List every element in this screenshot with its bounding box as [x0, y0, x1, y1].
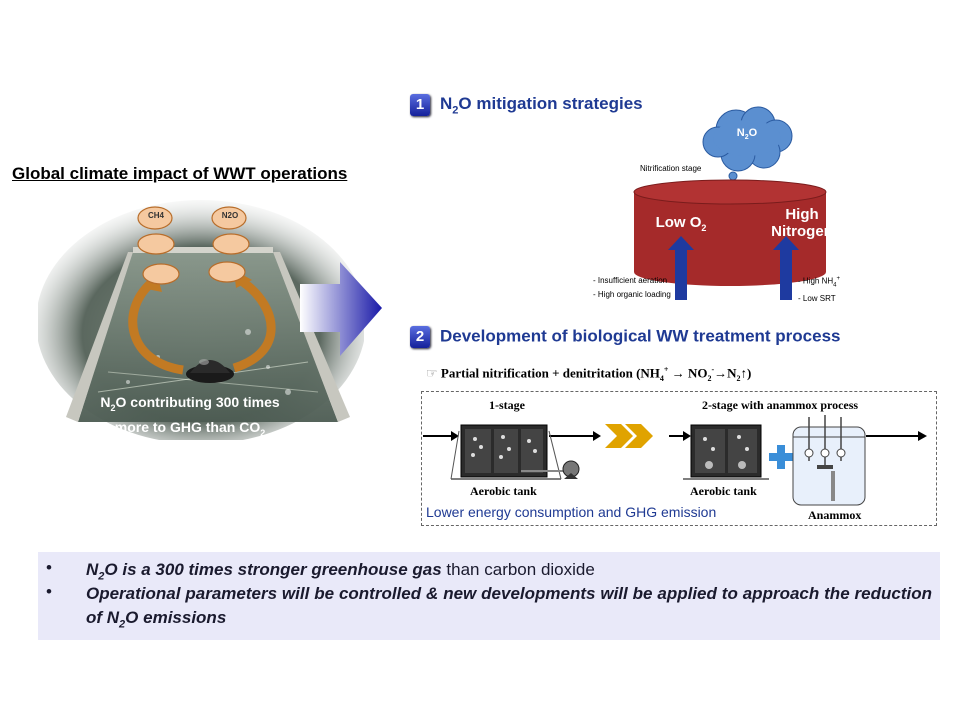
- process-flow-diagram: [423, 415, 927, 506]
- left-causes: - Insufficient aeration - High organic l…: [593, 274, 671, 302]
- reaction-formula: ☞ Partial nitrification + denitritation …: [426, 365, 752, 383]
- section2-badge: 2: [410, 326, 430, 348]
- anammox-label: Anammox: [808, 508, 862, 522]
- stage1-label: 1-stage: [489, 398, 525, 412]
- caption-line-2: more to GHG than CO2: [114, 418, 266, 438]
- summary-bullets: • N2O is a 300 times stronger greenhouse…: [38, 552, 940, 640]
- cause-low-srt: - Low SRT: [798, 294, 836, 304]
- n2o-cloud-text: N2O: [736, 127, 758, 142]
- right-causes: - High NH4+ - Low SRT: [798, 272, 840, 306]
- section1-title: N2O mitigation strategies: [440, 94, 643, 117]
- cause-high-nh4: - High NH4+: [798, 276, 840, 289]
- section1-heading: 1 N2O mitigation strategies: [410, 94, 643, 117]
- section1-badge: 1: [410, 94, 430, 116]
- nitrification-stage-label: Nitrification stage: [640, 164, 702, 173]
- bullet-1-normal: than carbon dioxide: [441, 560, 595, 579]
- tank-high-label: High: [785, 206, 819, 223]
- tank-high-nitrogen-label: High Nitrogen: [766, 206, 838, 240]
- aerobic-tank-1-label: Aerobic tank: [470, 484, 537, 498]
- section2-heading: 2 Development of biological WW treatment …: [410, 326, 841, 348]
- wwt-basin-illustration: [38, 200, 364, 440]
- photo-caption: N2O contributing 300 times more to GHG t…: [60, 393, 320, 443]
- n2o-cloud-label: N2O: [221, 211, 239, 220]
- caption-line-1: N2O contributing 300 times: [100, 394, 280, 413]
- tank-low-o2-label: Low O2: [655, 214, 707, 233]
- cause-high-organic-loading: - High organic loading: [593, 290, 671, 299]
- nitrification-tank-diagram: [633, 106, 827, 300]
- left-title: Global climate impact of WWT operations: [12, 164, 348, 183]
- tank-nitrogen-label: Nitrogen: [771, 223, 833, 240]
- stage2-label: 2-stage with anammox process: [702, 398, 859, 412]
- ch4-cloud-label: CH4: [147, 211, 164, 220]
- process-box: [421, 391, 937, 526]
- transition-arrow: [300, 262, 382, 356]
- cause-insufficient-aeration: - Insufficient aeration: [593, 276, 668, 285]
- aerobic-tank-2-label: Aerobic tank: [690, 484, 757, 498]
- section2-title: Development of biological WW treatment p…: [440, 326, 841, 346]
- benefit-text: Lower energy consumption and GHG emissio…: [426, 504, 717, 520]
